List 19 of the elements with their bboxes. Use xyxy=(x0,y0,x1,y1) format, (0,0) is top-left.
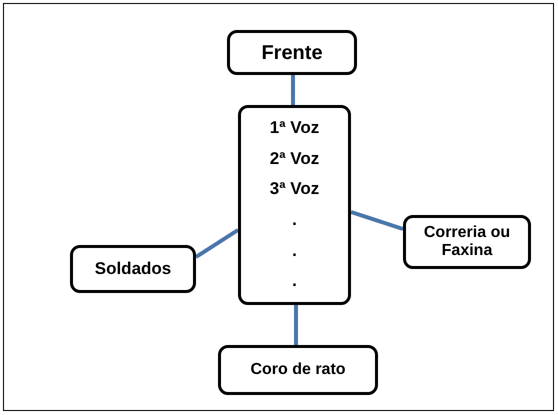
node-text: . xyxy=(292,211,297,230)
node-text: . xyxy=(292,242,297,260)
node-text: Frente xyxy=(261,42,323,64)
node-text: . xyxy=(292,272,297,292)
node-text: 3ª Voz xyxy=(270,180,320,199)
voice-list-box xyxy=(238,105,351,305)
title-box xyxy=(227,30,357,75)
node-text: Correria ou Faxina xyxy=(422,224,512,260)
node-text: Soldados xyxy=(94,260,172,278)
connector-line xyxy=(350,210,404,231)
label-box xyxy=(70,245,196,293)
node-text: 1ª Voz xyxy=(270,118,320,138)
connector-line xyxy=(294,305,298,345)
connector-line xyxy=(291,75,295,105)
node-text: Coro de rato xyxy=(250,361,346,379)
label-box xyxy=(218,345,378,395)
label-box xyxy=(403,215,531,269)
node-text: 2ª Voz xyxy=(270,150,320,168)
connector-line xyxy=(194,228,240,259)
